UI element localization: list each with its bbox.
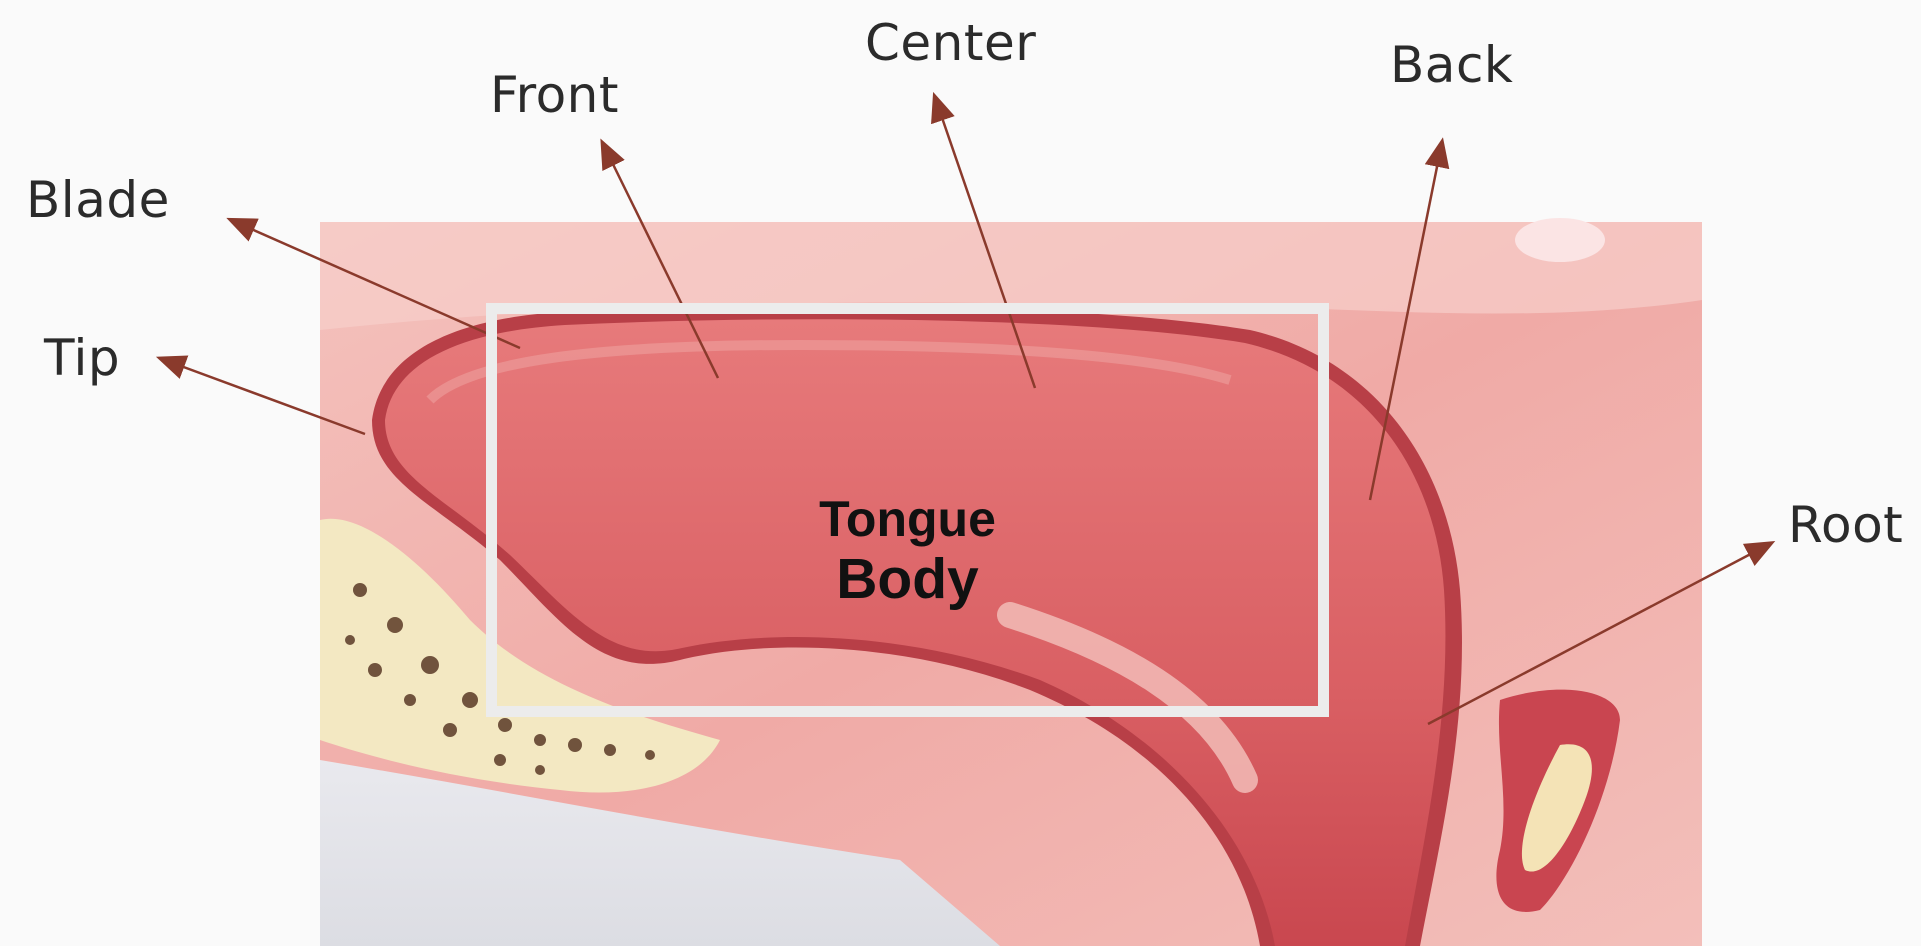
label-front: Front <box>490 70 619 120</box>
label-tip: Tip <box>44 333 120 383</box>
label-back: Back <box>1390 40 1513 90</box>
tongue-body-label: Tongue Body <box>486 490 1329 610</box>
tongue-body-label-line2: Body <box>486 548 1329 610</box>
uvula-highlight <box>1515 218 1605 262</box>
label-blade: Blade <box>26 175 170 225</box>
tongue-body-label-line1: Tongue <box>486 490 1329 548</box>
label-root: Root <box>1788 500 1903 550</box>
label-center: Center <box>865 18 1036 68</box>
